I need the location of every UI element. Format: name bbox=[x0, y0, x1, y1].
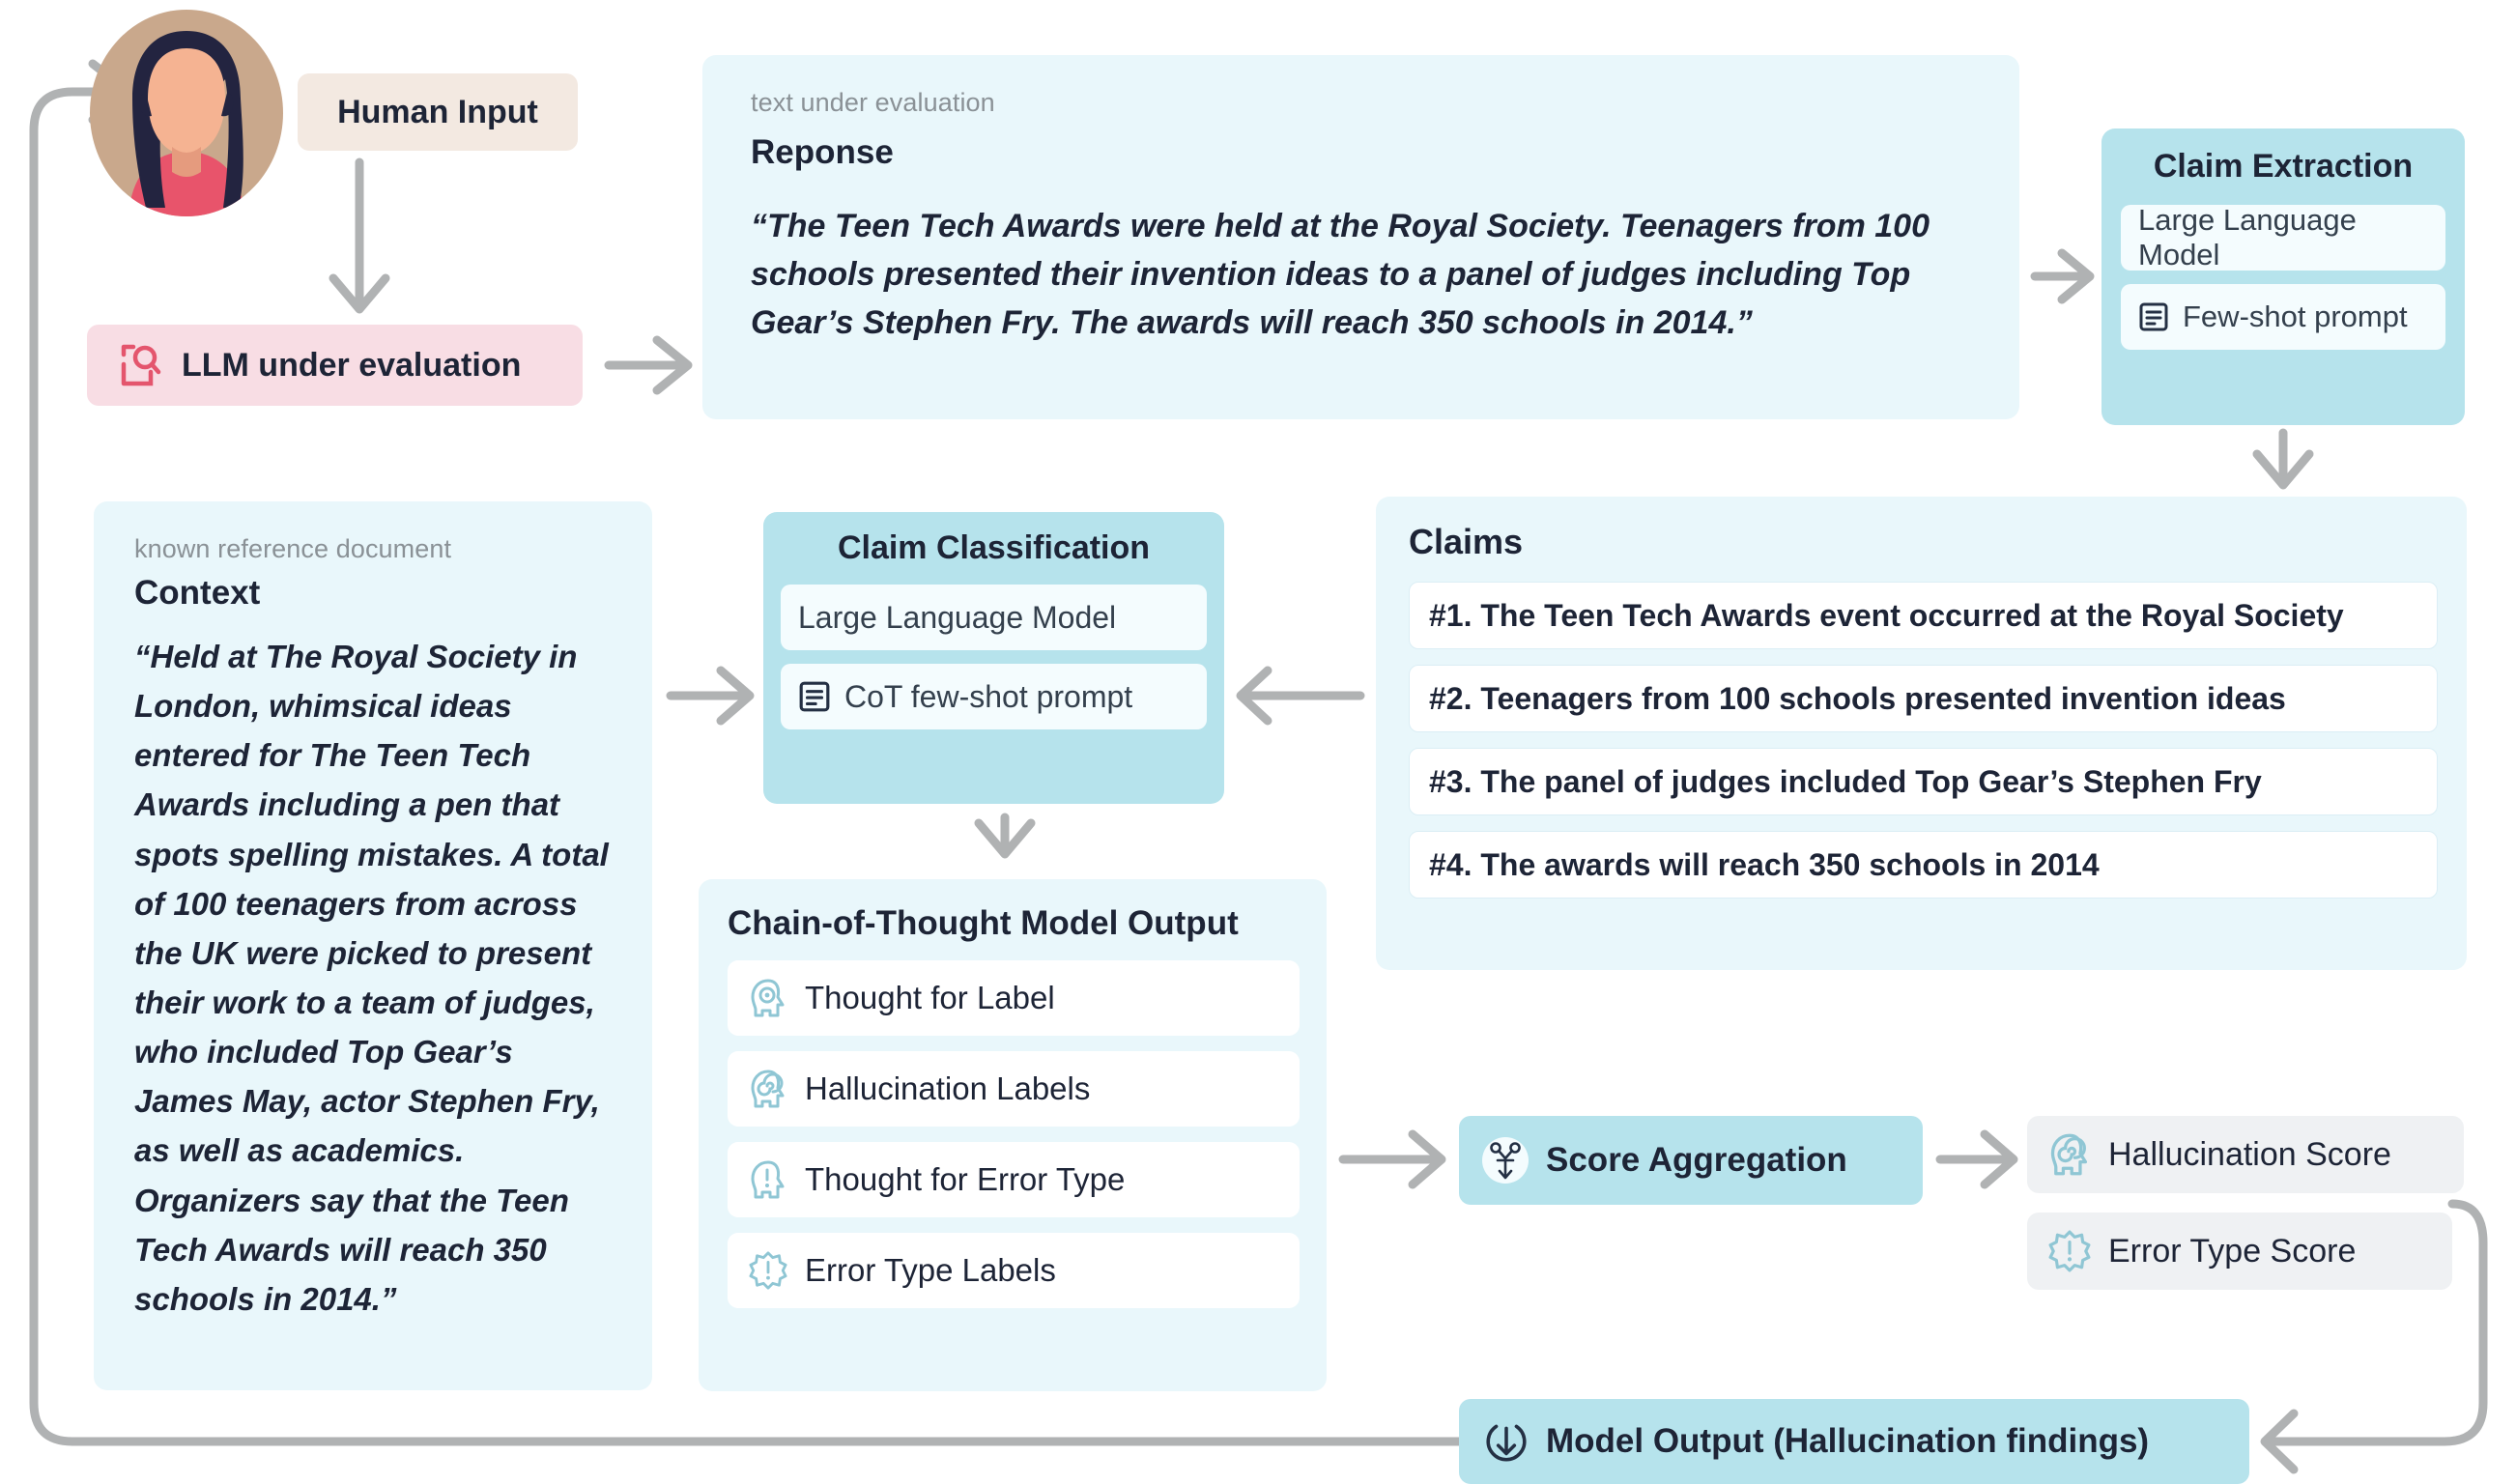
claims-panel: Claims #1. The Teen Tech Awards event oc… bbox=[1376, 497, 2467, 970]
claim-item-3-text: #3. The panel of judges included Top Gea… bbox=[1429, 763, 2262, 799]
context-panel: known reference document Context “Held a… bbox=[94, 501, 652, 1390]
download-circle-icon bbox=[1484, 1418, 1529, 1465]
claim-item-1[interactable]: #1. The Teen Tech Awards event occurred … bbox=[1409, 582, 2438, 649]
claim-item-2-text: #2. Teenagers from 100 schools presented… bbox=[1429, 680, 2286, 716]
claim-classification-prompt-chip[interactable]: CoT few-shot prompt bbox=[781, 664, 1207, 729]
connector-llm-to-response-arrowhead bbox=[652, 335, 693, 395]
score-aggregation-label: Score Aggregation bbox=[1546, 1141, 1847, 1179]
connector-human-to-llm-arrowhead bbox=[329, 273, 390, 314]
response-body-text: “The Teen Tech Awards were held at the R… bbox=[751, 208, 1930, 341]
claim-classification-title: Claim Classification bbox=[837, 529, 1151, 566]
response-caption: text under evaluation bbox=[751, 88, 995, 117]
claim-item-4[interactable]: #4. The awards will reach 350 schools in… bbox=[1409, 831, 2438, 899]
model-output-label: Model Output (Hallucination findings) bbox=[1546, 1422, 2150, 1460]
connector-claims-to-classification-arrowhead bbox=[1236, 666, 1272, 726]
llm-under-evaluation-label: LLM under evaluation bbox=[182, 346, 522, 384]
cot-item-1-label: Thought for Label bbox=[805, 980, 1055, 1015]
claim-extraction-model-label: Large Language Model bbox=[2138, 203, 2357, 271]
head-gear-icon bbox=[749, 978, 787, 1018]
head-exclamation-icon bbox=[749, 1159, 787, 1200]
connector-response-to-extraction-arrowhead bbox=[2057, 248, 2095, 304]
model-output-box[interactable]: Model Output (Hallucination findings) bbox=[1459, 1399, 2249, 1484]
cot-item-error-type-labels[interactable]: Error Type Labels bbox=[728, 1233, 1300, 1308]
hallucination-score-label: Hallucination Score bbox=[2108, 1135, 2391, 1173]
starburst-exclamation-icon bbox=[2048, 1229, 2091, 1273]
claims-title: Claims bbox=[1409, 522, 1524, 561]
connector-classification-to-cot-arrowhead bbox=[974, 818, 1036, 859]
error-type-score-label: Error Type Score bbox=[2108, 1232, 2357, 1270]
claim-classification-box: Claim Classification Large Language Mode… bbox=[763, 512, 1224, 804]
starburst-exclamation-icon bbox=[749, 1250, 787, 1291]
claim-classification-model-chip[interactable]: Large Language Model bbox=[781, 585, 1207, 650]
claim-extraction-title: Claim Extraction bbox=[2153, 148, 2414, 185]
claim-extraction-prompt-chip[interactable]: Few-shot prompt bbox=[2121, 284, 2445, 350]
human-input-label: Human Input bbox=[298, 73, 578, 151]
connector-cot-to-score-agg-arrowhead bbox=[1408, 1129, 1446, 1189]
context-title: Context bbox=[134, 574, 261, 612]
head-spiral-icon bbox=[749, 1069, 787, 1109]
claim-extraction-prompt-label: Few-shot prompt bbox=[2183, 300, 2408, 333]
llm-under-evaluation-box[interactable]: LLM under evaluation bbox=[87, 325, 583, 406]
connector-context-to-classification-arrowhead bbox=[716, 666, 755, 726]
claim-extraction-model-chip[interactable]: Large Language Model bbox=[2121, 203, 2445, 271]
claim-classification-prompt-label: CoT few-shot prompt bbox=[844, 678, 1133, 714]
cot-item-thought-for-label[interactable]: Thought for Label bbox=[728, 960, 1300, 1036]
head-spiral-icon bbox=[2048, 1132, 2091, 1177]
document-lines-icon bbox=[2138, 301, 2169, 332]
cot-item-3-label: Thought for Error Type bbox=[805, 1161, 1126, 1197]
context-caption: known reference document bbox=[134, 534, 452, 563]
cot-item-thought-for-error-type[interactable]: Thought for Error Type bbox=[728, 1142, 1300, 1217]
cot-item-hallucination-labels[interactable]: Hallucination Labels bbox=[728, 1051, 1300, 1127]
connector-extraction-to-claims-arrowhead bbox=[2252, 449, 2314, 490]
claim-item-2[interactable]: #2. Teenagers from 100 schools presented… bbox=[1409, 665, 2438, 732]
response-panel: text under evaluation Reponse “The Teen … bbox=[702, 55, 2019, 419]
document-search-icon bbox=[118, 343, 161, 387]
chain-of-thought-output-panel: Chain-of-Thought Model Output Thought fo… bbox=[699, 879, 1327, 1391]
cot-item-2-label: Hallucination Labels bbox=[805, 1070, 1091, 1106]
hallucination-score-chip[interactable]: Hallucination Score bbox=[2027, 1116, 2464, 1193]
avatar bbox=[90, 10, 283, 217]
claim-item-3[interactable]: #3. The panel of judges included Top Gea… bbox=[1409, 748, 2438, 815]
cot-title: Chain-of-Thought Model Output bbox=[728, 904, 1239, 942]
connector-score-agg-to-scores-arrowhead bbox=[1980, 1129, 2018, 1189]
connector-scores-to-model-output-arrowhead bbox=[2260, 1409, 2299, 1474]
cot-item-4-label: Error Type Labels bbox=[805, 1252, 1056, 1288]
claim-extraction-box: Claim Extraction Large Language Model Fe… bbox=[2101, 128, 2465, 425]
merge-anchor-icon bbox=[1480, 1133, 1530, 1187]
human-input-text: Human Input bbox=[337, 93, 538, 130]
claim-item-4-text: #4. The awards will reach 350 schools in… bbox=[1429, 846, 2100, 882]
response-title: Reponse bbox=[751, 133, 894, 171]
document-lines-icon bbox=[798, 680, 831, 713]
context-body-text: “Held at The Royal Society in London, wh… bbox=[134, 639, 609, 1317]
error-type-score-chip[interactable]: Error Type Score bbox=[2027, 1213, 2452, 1290]
claim-classification-model-label: Large Language Model bbox=[798, 599, 1117, 635]
claim-item-1-text: #1. The Teen Tech Awards event occurred … bbox=[1429, 597, 2344, 633]
score-aggregation-box[interactable]: Score Aggregation bbox=[1459, 1116, 1923, 1205]
